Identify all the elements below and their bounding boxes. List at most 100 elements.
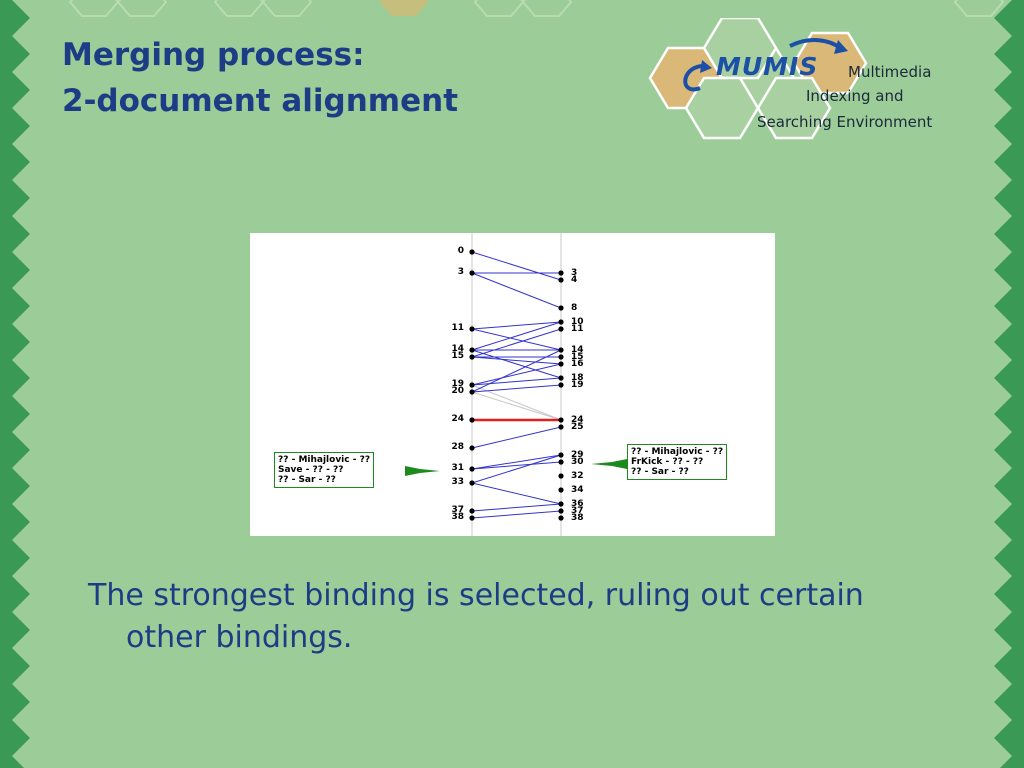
left-timeline-point: [469, 326, 475, 332]
right-tick-label: 19: [571, 380, 584, 390]
right-tick-label: 14: [571, 345, 584, 355]
left-tick-label: 14: [451, 344, 464, 354]
binding-line: [471, 321, 562, 351]
right-timeline-point: [558, 515, 564, 521]
left-tick-label: 31: [451, 463, 464, 473]
binding-line: [471, 454, 562, 484]
mumis-logo-icon: [648, 18, 868, 140]
left-timeline-point: [469, 480, 475, 486]
left-timeline-point: [469, 347, 475, 353]
right-zigzag-border: [994, 0, 1024, 768]
right-tick-label: 37: [571, 506, 584, 516]
left-timeline-point: [469, 270, 475, 276]
binding-line: [471, 510, 562, 519]
binding-line: [471, 251, 562, 281]
left-timeline-point: [469, 389, 475, 395]
left-tick-label: 28: [451, 442, 464, 452]
ruled-out-binding-line: [471, 384, 562, 421]
right-tick-label: 3: [571, 268, 578, 278]
binding-line: [471, 377, 562, 386]
right-timeline-point: [558, 305, 564, 311]
left-tick-label: 24: [451, 414, 464, 424]
binding-line: [471, 363, 562, 386]
right-tick-label: 11: [571, 324, 584, 334]
left-timeline-point: [469, 382, 475, 388]
right-timeline-point: [558, 452, 564, 458]
left-label-line: ?? - Mihajlovic - ??: [278, 455, 371, 465]
logo-text-searching: Searching Environment: [757, 113, 933, 131]
right-timeline-point: [558, 487, 564, 493]
right-tick-label: 25: [571, 422, 584, 432]
right-tick-label: 36: [571, 499, 584, 509]
left-timeline-point: [469, 354, 475, 360]
right-timeline-point: [558, 501, 564, 507]
right-timeline-point: [558, 326, 564, 332]
left-timeline-point: [469, 249, 475, 255]
logo-text-indexing: Indexing and: [806, 87, 904, 105]
left-label-line: Save - ?? - ??: [278, 465, 344, 475]
right-tick-label: 18: [571, 373, 584, 383]
alignment-diagram: ?? - Mihajlovic - ?? Save - ?? - ?? ?? -…: [250, 233, 775, 536]
binding-line: [471, 454, 562, 470]
slide-title-line-2: 2-document alignment: [62, 83, 459, 119]
binding-line: [471, 503, 562, 512]
left-tick-label: 0: [457, 246, 464, 256]
left-tick-label: 11: [451, 323, 464, 333]
binding-line: [471, 426, 562, 449]
binding-line: [471, 328, 562, 358]
right-tick-label: 32: [571, 471, 584, 481]
left-timeline-point: [469, 508, 475, 514]
right-timeline-point: [558, 270, 564, 276]
right-timeline-point: [558, 459, 564, 465]
right-timeline-point: [558, 508, 564, 514]
right-timeline-point: [558, 347, 564, 353]
left-label-pointer-icon: [405, 466, 440, 476]
right-tick-label: 10: [571, 317, 584, 327]
right-tick-label: 16: [571, 359, 584, 369]
logo-text-multimedia: Multimedia: [848, 63, 932, 81]
left-tick-label: 20: [451, 386, 464, 396]
binding-line: [471, 384, 562, 393]
logo-name: MUMIS: [716, 52, 819, 81]
right-tick-label: 4: [571, 275, 578, 285]
right-label-pointer-icon: [591, 459, 627, 469]
binding-line: [471, 349, 562, 379]
binding-line: [471, 482, 562, 505]
right-label-line: ?? - Sar - ??: [631, 467, 689, 477]
left-event-label: ?? - Mihajlovic - ?? Save - ?? - ?? ?? -…: [274, 452, 375, 488]
right-timeline-point: [558, 375, 564, 381]
right-timeline-point: [558, 354, 564, 360]
right-tick-label: 15: [571, 352, 584, 362]
right-event-label: ?? - Mihajlovic - ?? FrKick - ?? - ?? ??…: [627, 444, 728, 480]
right-timeline-point: [558, 424, 564, 430]
right-timeline-point: [558, 277, 564, 283]
binding-line: [471, 328, 562, 351]
bullet-text: The strongest binding is selected, rulin…: [88, 578, 864, 655]
right-timeline-point: [558, 319, 564, 325]
right-timeline-point: [558, 361, 564, 367]
left-tick-label: 38: [451, 512, 464, 522]
binding-line: [471, 321, 562, 330]
left-zigzag-border: [0, 0, 30, 768]
right-tick-label: 38: [571, 513, 584, 523]
left-timeline-point: [469, 445, 475, 451]
left-tick-label: 37: [451, 505, 464, 515]
left-timeline-point: [469, 466, 475, 472]
ruled-out-binding-line: [471, 391, 562, 421]
left-timeline-point: [469, 515, 475, 521]
right-tick-label: 8: [571, 303, 578, 313]
right-tick-label: 34: [571, 485, 584, 495]
binding-line: [471, 356, 562, 365]
right-timeline-point: [558, 473, 564, 479]
left-label-line: ?? - Sar - ??: [278, 475, 336, 485]
binding-line: [471, 272, 562, 309]
right-tick-label: 29: [571, 450, 584, 460]
binding-line: [471, 349, 562, 393]
slide-title-line-1: Merging process:: [62, 37, 365, 73]
right-tick-label: 24: [571, 415, 584, 425]
alignment-diagram-lines: [405, 233, 627, 536]
left-tick-label: 19: [451, 379, 464, 389]
left-timeline-point: [469, 417, 475, 423]
binding-line: [471, 461, 562, 470]
left-tick-label: 33: [451, 477, 464, 487]
